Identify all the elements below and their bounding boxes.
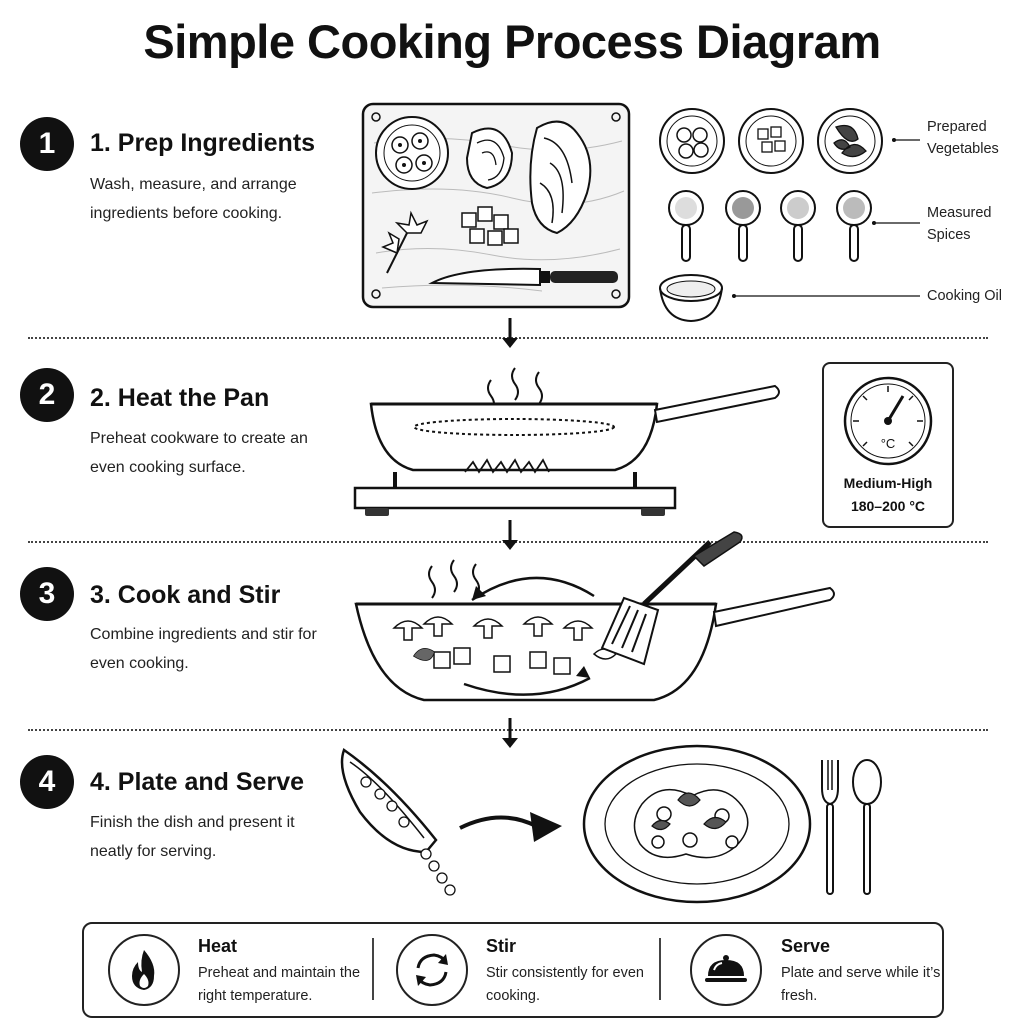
prepared-vegetables-icons xyxy=(659,108,883,174)
step-4-description: Finish the dish and present it neatly fo… xyxy=(90,814,295,860)
down-arrow-icon xyxy=(502,718,518,748)
tip-divider xyxy=(659,938,661,1000)
temperature-level: Medium-High xyxy=(843,475,933,491)
step-1-badge: 1 xyxy=(20,117,74,171)
cooking-oil-bowl-icon xyxy=(659,274,723,323)
step-2-description: Preheat cookware to create an even cooki… xyxy=(90,430,308,476)
tip-heat-text: Preheat and maintain the right temperatu… xyxy=(198,965,361,1004)
fork-icon xyxy=(821,760,839,895)
step-divider xyxy=(28,729,988,731)
step-3-title: 3. Cook and Stir xyxy=(90,581,281,609)
tip-stir-title: Stir xyxy=(486,936,517,956)
step-3-description: Combine ingredients and stir for even co… xyxy=(90,626,317,672)
stir-fry-pan-illustration xyxy=(354,531,835,702)
spices-callout-line xyxy=(872,221,920,225)
step-1-title: 1. Prep Ingredients xyxy=(90,129,316,157)
pouring-pan-illustration xyxy=(340,748,562,896)
tip-divider xyxy=(372,938,374,1000)
temperature-unit: °C xyxy=(880,436,896,451)
step-4-title: 4. Plate and Serve xyxy=(90,768,305,796)
step-2-title: 2. Heat the Pan xyxy=(90,384,270,412)
spices-callout: Measured Spices xyxy=(927,205,992,243)
measuring-spoons-icons xyxy=(668,190,872,262)
cloche-icon xyxy=(690,934,762,1006)
temperature-gauge-card: °C Medium-High 180–200 °C xyxy=(822,362,954,528)
stir-arrows-icon xyxy=(396,934,468,1006)
step-4-badge: 4 xyxy=(20,755,74,809)
vegetables-callout-line xyxy=(892,138,920,142)
flame-icon xyxy=(108,934,180,1006)
tip-heat-title: Heat xyxy=(198,936,238,956)
temperature-range: 180–200 °C xyxy=(850,498,926,514)
tips-bar: Heat Preheat and maintain the right temp… xyxy=(82,922,944,1018)
page-title: Simple Cooking Process Diagram xyxy=(143,15,881,68)
vegetables-callout: Prepared Vegetables xyxy=(927,119,999,157)
oil-callout-line xyxy=(732,294,920,298)
down-arrow-icon xyxy=(502,318,518,348)
pan-on-stove-illustration xyxy=(353,367,780,516)
step-2-badge: 2 xyxy=(20,368,74,422)
cutting-board-illustration xyxy=(361,102,631,309)
down-arrow-icon xyxy=(502,520,518,550)
thermometer-dial-icon xyxy=(843,376,933,466)
oil-callout: Cooking Oil xyxy=(927,288,1002,304)
step-3-badge: 3 xyxy=(20,567,74,621)
tip-serve-text: Plate and serve while it’s fresh. xyxy=(781,965,941,1004)
tip-serve-title: Serve xyxy=(781,936,831,956)
spoon-icon xyxy=(852,759,882,895)
tip-stir-text: Stir consistently for even cooking. xyxy=(486,965,644,1004)
step-1-description: Wash, measure, and arrange ingredients b… xyxy=(90,176,297,222)
served-plate-illustration xyxy=(582,744,812,904)
